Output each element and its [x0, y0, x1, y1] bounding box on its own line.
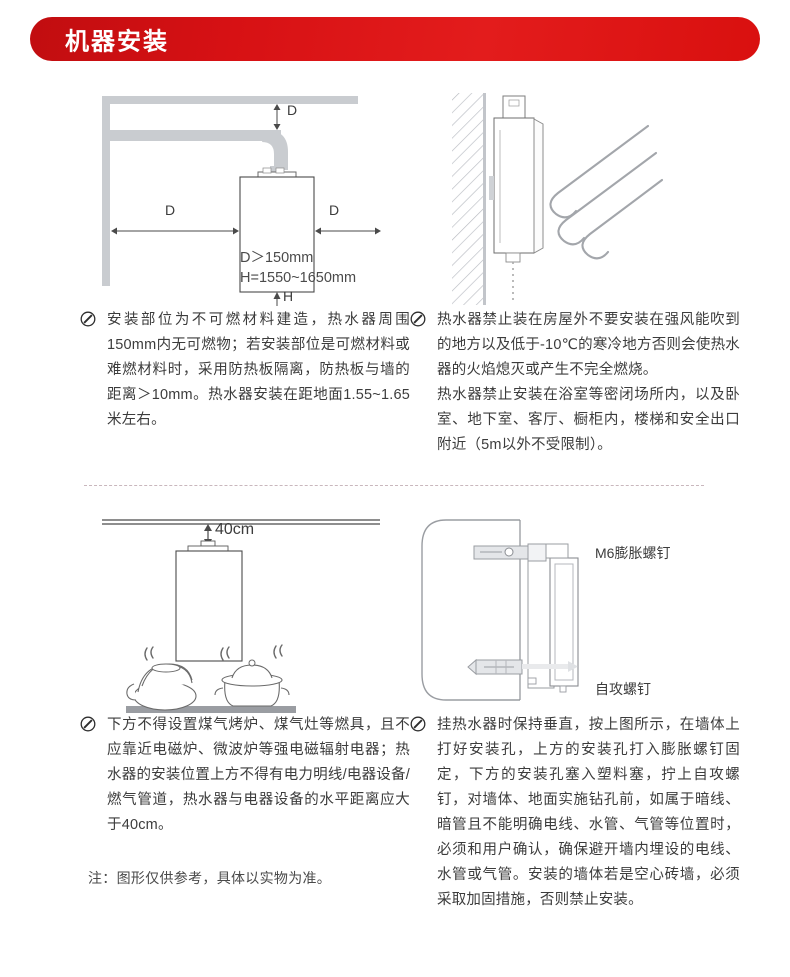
cooktop-clearance-diagram: 40cm	[80, 508, 410, 713]
cooktop-clearance-svg	[102, 519, 380, 713]
prohibition-icon	[80, 716, 96, 732]
section-row-top: D D D H D＞150mm H=1550~1650mm 安装部位为不可燃材料…	[0, 78, 790, 478]
caption-clearance-text: 安装部位为不可燃材料建造，热水器周围150mm内无可燃物；若安装部位是可燃材料或…	[107, 312, 410, 428]
block-outdoor-wind: 热水器禁止装在房屋外不要安装在强风能吹到的地方以及低于-10℃的寒冷地方否则会使…	[410, 78, 740, 458]
label-right-clearance: D	[329, 202, 340, 218]
caption-clearance: 安装部位为不可燃材料建造，热水器周围150mm内无可燃物；若安装部位是可燃材料或…	[80, 308, 410, 433]
wall-mounting-svg	[421, 519, 579, 701]
caption-mounting-screws: 挂热水器时保持垂直，按上图所示，在墙体上打好安装孔，上方的安装孔打入膨胀螺钉固定…	[410, 713, 740, 913]
label-expansion-screw: M6膨胀螺钉	[595, 545, 671, 561]
label-mount-height: H	[283, 288, 294, 304]
wall-clearance-svg	[102, 96, 381, 306]
label-self-tapping-screw: 自攻螺钉	[595, 681, 651, 697]
block-clearance: D D D H D＞150mm H=1550~1650mm 安装部位为不可燃材料…	[80, 78, 410, 433]
wall-clearance-diagram: D D D H D＞150mm H=1550~1650mm	[80, 78, 410, 308]
block-mounting-screws: M6膨胀螺钉 自攻螺钉 挂热水器时保持垂直，按上图所示，在墙体上打好安装孔，上方…	[410, 508, 740, 913]
prohibition-icon	[410, 311, 426, 327]
label-cooktop-gap: 40cm	[215, 521, 255, 538]
caption-cooking-clearance: 下方不得设置煤气烤炉、煤气灶等燃具，且不应靠近电磁炉、微波炉等强电磁辐射电器；热…	[80, 713, 410, 838]
outdoor-wind-diagram	[410, 78, 740, 308]
caption-outdoor-wind: 热水器禁止装在房屋外不要安装在强风能吹到的地方以及低于-10℃的寒冷地方否则会使…	[410, 308, 740, 458]
prohibition-icon	[80, 311, 96, 327]
page-title: 机器安装	[65, 28, 169, 56]
footnote: 注：图形仅供参考，具体以实物为准。	[88, 870, 332, 886]
outdoor-wind-svg	[452, 93, 664, 305]
prohibition-icon	[410, 716, 426, 732]
caption-mounting-screws-text: 挂热水器时保持垂直，按上图所示，在墙体上打好安装孔，上方的安装孔打入膨胀螺钉固定…	[437, 717, 740, 908]
block-cooking-clearance: 40cm 下方不得设置煤气烤炉、煤气灶等燃具，且不应靠近电磁炉、微波炉等强电磁辐…	[80, 508, 410, 838]
caption-cooking-clearance-text: 下方不得设置煤气烤炉、煤气灶等燃具，且不应靠近电磁炉、微波炉等强电磁辐射电器；热…	[107, 717, 410, 833]
section-divider	[84, 485, 704, 486]
label-top-clearance: D	[287, 102, 298, 118]
label-spec-d: D＞150mm	[240, 250, 314, 266]
content-area: D D D H D＞150mm H=1550~1650mm 安装部位为不可燃材料…	[0, 78, 790, 908]
caption-outdoor-wind-text: 热水器禁止装在房屋外不要安装在强风能吹到的地方以及低于-10℃的寒冷地方否则会使…	[437, 312, 740, 453]
label-left-clearance: D	[165, 202, 176, 218]
section-row-bottom: 40cm 下方不得设置煤气烤炉、煤气灶等燃具，且不应靠近电磁炉、微波炉等强电磁辐…	[0, 508, 790, 928]
page-header-banner: 机器安装	[30, 17, 760, 61]
wall-mounting-diagram: M6膨胀螺钉 自攻螺钉	[410, 508, 740, 713]
label-spec-h: H=1550~1650mm	[240, 270, 357, 286]
